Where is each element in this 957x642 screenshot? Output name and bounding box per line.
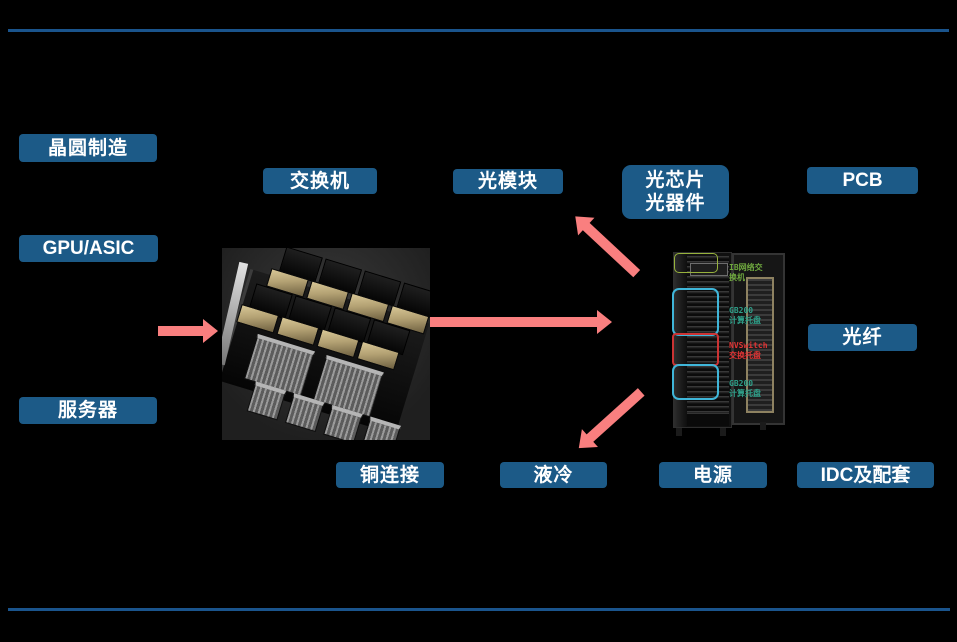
highlight-ib-switch [674, 253, 718, 273]
arrow-head [203, 319, 218, 343]
rear-rack [732, 253, 785, 425]
arrow-tray-to-rack-icon [430, 310, 612, 334]
label-gpu-asic: GPU/ASIC [19, 235, 158, 262]
rear-rack-slot [746, 277, 774, 413]
rack-side-panel [674, 253, 687, 427]
arrow-shaft [430, 317, 599, 327]
annotation-line: 换机 [729, 273, 745, 282]
rack-foot [720, 428, 726, 436]
label-optical-device: 光器件 [645, 193, 706, 214]
label-optical-fiber: 光纤 [808, 324, 917, 351]
top-divider [8, 29, 949, 32]
label-switch: 交换机 [263, 168, 377, 194]
arrow-server-to-tray-icon [158, 319, 218, 343]
front-rack [673, 252, 732, 428]
label-server: 服务器 [19, 397, 157, 424]
label-optical-chip: 光芯片 [645, 170, 706, 191]
annotation-line: GB200 [729, 306, 754, 315]
label-liquid-cooling: 液冷 [500, 462, 607, 488]
highlight-gb200-bottom [672, 364, 719, 400]
arrow-shaft [158, 326, 205, 336]
label-copper-connection: 铜连接 [336, 462, 444, 488]
gpu-tray [222, 248, 430, 440]
annotation-line: 计算托盘 [729, 316, 761, 325]
arrow-shaft [585, 388, 645, 444]
annotation-gb200-top: GB200 计算托盘 [729, 306, 761, 326]
label-idc-support: IDC及配套 [797, 462, 934, 488]
gpu-server-tray-photo [222, 248, 430, 440]
annotation-nvswitch: NVSwitch 交换托盘 [729, 341, 768, 361]
label-optical-chip-device: 光芯片 光器件 [622, 165, 729, 219]
annotation-ib-switch: IB网络交 换机 [729, 263, 763, 283]
gb200-rack-photo: IB网络交 换机 GB200 计算托盘 NVSwitch 交换托盘 GB200 … [660, 246, 810, 442]
highlight-gb200-top [672, 288, 719, 336]
rack-base [687, 413, 729, 426]
label-optical-module: 光模块 [453, 169, 563, 194]
annotation-line: GB200 [729, 379, 754, 388]
arrow-head [597, 310, 612, 334]
rack-foot [760, 422, 766, 430]
bottom-divider [8, 608, 950, 611]
rack-foot [676, 428, 682, 436]
arrow-shaft [581, 221, 641, 278]
arrow-rack-to-cooling-icon [570, 383, 649, 458]
annotation-line: NVSwitch [729, 341, 768, 350]
highlight-nvswitch [672, 333, 719, 366]
annotation-line: 计算托盘 [729, 389, 761, 398]
annotation-line: IB网络交 [729, 263, 763, 272]
label-power-supply: 电源 [659, 462, 767, 488]
annotation-gb200-bottom: GB200 计算托盘 [729, 379, 761, 399]
label-pcb: PCB [807, 167, 918, 194]
label-wafer-fab: 晶圆制造 [19, 134, 157, 162]
annotation-line: 交换托盘 [729, 351, 761, 360]
